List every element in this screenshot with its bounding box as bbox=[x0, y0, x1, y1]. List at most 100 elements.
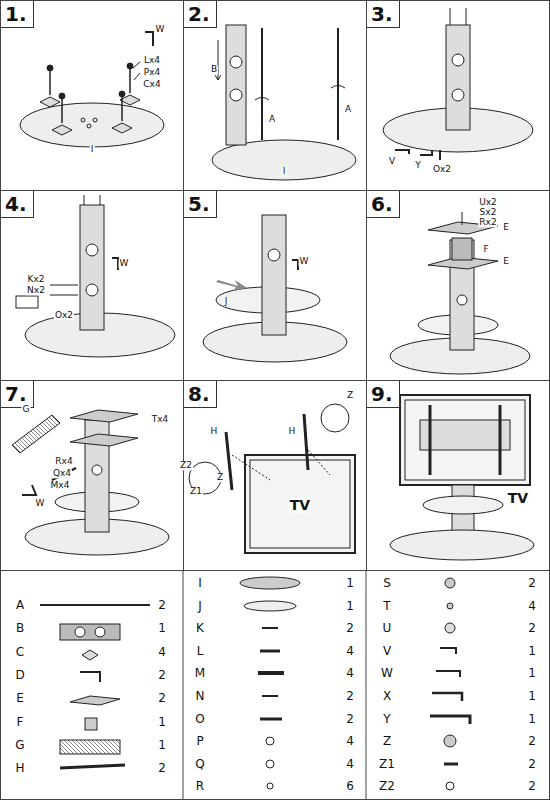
parts-table-cell: 2 bbox=[527, 577, 537, 590]
step-panel: 9. bbox=[366, 380, 550, 571]
part-callout: W bbox=[119, 259, 130, 268]
parts-table-cell: 4 bbox=[157, 645, 167, 658]
parts-table-cell: T bbox=[382, 599, 391, 612]
parts-table-cell: 1 bbox=[527, 645, 537, 658]
parts-table-cell: X bbox=[382, 690, 392, 703]
step-number: 5. bbox=[184, 191, 217, 218]
parts-table-cell: 2 bbox=[157, 762, 167, 775]
parts-table-cell: P bbox=[195, 735, 204, 748]
part-callout: A bbox=[268, 115, 276, 124]
part-callout: E bbox=[502, 257, 510, 266]
part-callout: W bbox=[155, 25, 166, 34]
part-callout: J bbox=[224, 297, 229, 306]
parts-table-cell: H bbox=[14, 762, 25, 775]
part-callout: Px4 bbox=[143, 68, 161, 77]
parts-table-cell: 4 bbox=[345, 645, 355, 658]
part-callout: TV bbox=[289, 498, 311, 513]
part-callout: TV bbox=[507, 491, 529, 506]
parts-table-cell: 1 bbox=[345, 599, 355, 612]
part-callout: I bbox=[282, 167, 287, 176]
part-callout: Nx2 bbox=[26, 286, 46, 295]
parts-table-cell: 2 bbox=[157, 669, 167, 682]
step-number: 8. bbox=[184, 381, 217, 408]
parts-table-cell: C bbox=[15, 645, 25, 658]
parts-table-cell: 1 bbox=[157, 739, 167, 752]
parts-table-cell: D bbox=[14, 669, 25, 682]
part-callout: I bbox=[90, 145, 95, 154]
part-callout: Sx2 bbox=[479, 208, 498, 217]
parts-table-cell: A bbox=[15, 599, 25, 612]
part-callout: Tx4 bbox=[151, 415, 170, 424]
parts-table-cell: 2 bbox=[345, 690, 355, 703]
part-callout: E bbox=[502, 223, 510, 232]
parts-table-cell: 2 bbox=[527, 622, 537, 635]
part-callout: Z bbox=[216, 473, 224, 482]
part-callout: A bbox=[344, 105, 352, 114]
parts-table-cell: N bbox=[195, 690, 206, 703]
part-callout: Lx4 bbox=[143, 56, 161, 65]
parts-table-cell: 1 bbox=[527, 712, 537, 725]
parts-table-cell: 6 bbox=[345, 780, 355, 793]
parts-table-cell: 1 bbox=[157, 622, 167, 635]
part-callout: Qx4 bbox=[52, 469, 72, 478]
parts-table-cell: B bbox=[15, 622, 25, 635]
part-callout: W bbox=[299, 257, 310, 266]
parts-table-cell: W bbox=[380, 667, 394, 680]
part-callout: G bbox=[22, 405, 31, 414]
part-callout: V bbox=[388, 157, 396, 166]
part-callout: Z2 bbox=[179, 461, 193, 470]
parts-table-cell: 2 bbox=[345, 712, 355, 725]
part-callout: Kx2 bbox=[27, 275, 46, 284]
parts-table-cell: 2 bbox=[157, 599, 167, 612]
parts-table-cell: G bbox=[14, 739, 25, 752]
part-callout: B bbox=[210, 65, 218, 74]
parts-table-cell: 2 bbox=[527, 780, 537, 793]
parts-table-cell: V bbox=[382, 645, 392, 658]
part-callout: Rx4 bbox=[54, 457, 73, 466]
parts-table-cell: 2 bbox=[345, 622, 355, 635]
parts-table-cell: 4 bbox=[527, 599, 537, 612]
part-callout: Ux2 bbox=[478, 198, 498, 207]
parts-table-cell: L bbox=[196, 645, 205, 658]
step-number: 9. bbox=[367, 381, 400, 408]
parts-table-cell: K bbox=[195, 622, 205, 635]
parts-table-cell: I bbox=[197, 577, 203, 590]
step-number: 1. bbox=[1, 1, 34, 28]
parts-table-cell: 2 bbox=[527, 758, 537, 771]
step-number: 6. bbox=[367, 191, 400, 218]
parts-table-cell: M bbox=[194, 667, 206, 680]
part-callout: Ox2 bbox=[432, 165, 452, 174]
step-panel: 8. bbox=[183, 380, 367, 571]
parts-table-cell: Z bbox=[382, 735, 392, 748]
parts-table-cell: Y bbox=[382, 712, 391, 725]
part-callout: Rx2 bbox=[478, 218, 497, 227]
step-panel: 6. bbox=[366, 190, 550, 381]
parts-table-cell: S bbox=[382, 577, 392, 590]
step-panel: 2. bbox=[183, 0, 367, 191]
part-callout: Z1 bbox=[189, 487, 203, 496]
parts-table-cell: E bbox=[15, 692, 25, 705]
parts-table-cell: 4 bbox=[345, 735, 355, 748]
parts-table-cell: 2 bbox=[157, 692, 167, 705]
part-callout: H bbox=[210, 427, 219, 436]
part-callout: Y bbox=[414, 161, 422, 170]
step-panel: 5. bbox=[183, 190, 367, 381]
parts-table-cell: F bbox=[16, 715, 25, 728]
parts-table-cell: 1 bbox=[527, 690, 537, 703]
part-callout: W bbox=[35, 499, 46, 508]
step-number: 2. bbox=[184, 1, 217, 28]
parts-table-cell: R bbox=[195, 780, 205, 793]
part-callout: Mx4 bbox=[50, 481, 71, 490]
parts-table-cell: 1 bbox=[527, 667, 537, 680]
parts-table-cell: 1 bbox=[345, 577, 355, 590]
parts-table-cell: 1 bbox=[157, 715, 167, 728]
parts-table-cell: 2 bbox=[527, 735, 537, 748]
parts-table-cell: Z1 bbox=[378, 758, 396, 771]
parts-table-cell: O bbox=[194, 712, 205, 725]
parts-table-cell: Q bbox=[194, 758, 205, 771]
step-number: 4. bbox=[1, 191, 34, 218]
part-callout: Ox2 bbox=[54, 311, 74, 320]
parts-table-cell: Z2 bbox=[378, 780, 396, 793]
part-callout: Z bbox=[346, 391, 354, 400]
